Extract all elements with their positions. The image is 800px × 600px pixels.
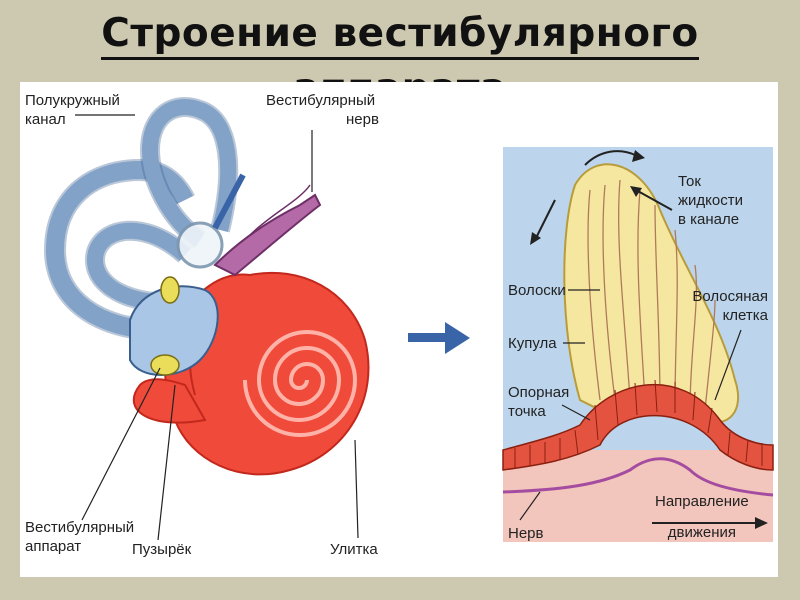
nerve-fiber <box>502 457 774 497</box>
hair-cell-layer <box>502 383 774 471</box>
slide-title-line1: Строение вестибулярного <box>101 11 699 60</box>
left-leader-lines <box>75 114 359 541</box>
flow-arrow-top <box>584 150 636 166</box>
right-leader-lines <box>519 289 742 521</box>
flow-arrow-left <box>534 199 556 241</box>
magnifier-circle <box>176 221 224 269</box>
label-hair-cell: Волосяная клетка <box>692 288 768 324</box>
label-movement-direction: Направление движения <box>655 493 749 541</box>
movement-arrow-head <box>755 517 768 529</box>
vesicle-shape <box>150 354 180 376</box>
label-fluid-flow: Ток жидкости в канале <box>678 173 743 228</box>
label-support-point: Опорная точка <box>508 384 570 420</box>
cell-divisions <box>514 379 763 468</box>
label-semicircular-canal: Полукружный канал <box>25 92 120 128</box>
vestibular-nerve-shape <box>213 193 322 277</box>
label-hairs: Волоски <box>508 282 566 299</box>
label-vestibular-apparatus: Вестибулярный аппарат <box>25 519 135 555</box>
label-vesicle: Пузырёк <box>132 541 192 558</box>
label-cupula: Купула <box>508 335 557 352</box>
label-cochlea: Улитка <box>330 541 378 558</box>
transition-arrow <box>408 322 470 354</box>
hair-lines <box>587 179 716 411</box>
crista-diagram <box>502 147 774 542</box>
label-vestibular-nerve: Вестибулярный нерв <box>266 92 379 128</box>
flow-arrow-right <box>635 189 673 211</box>
inner-ear-diagram <box>43 97 370 541</box>
label-nerve: Нерв <box>508 525 544 542</box>
pointer-arrow-line <box>212 173 246 230</box>
